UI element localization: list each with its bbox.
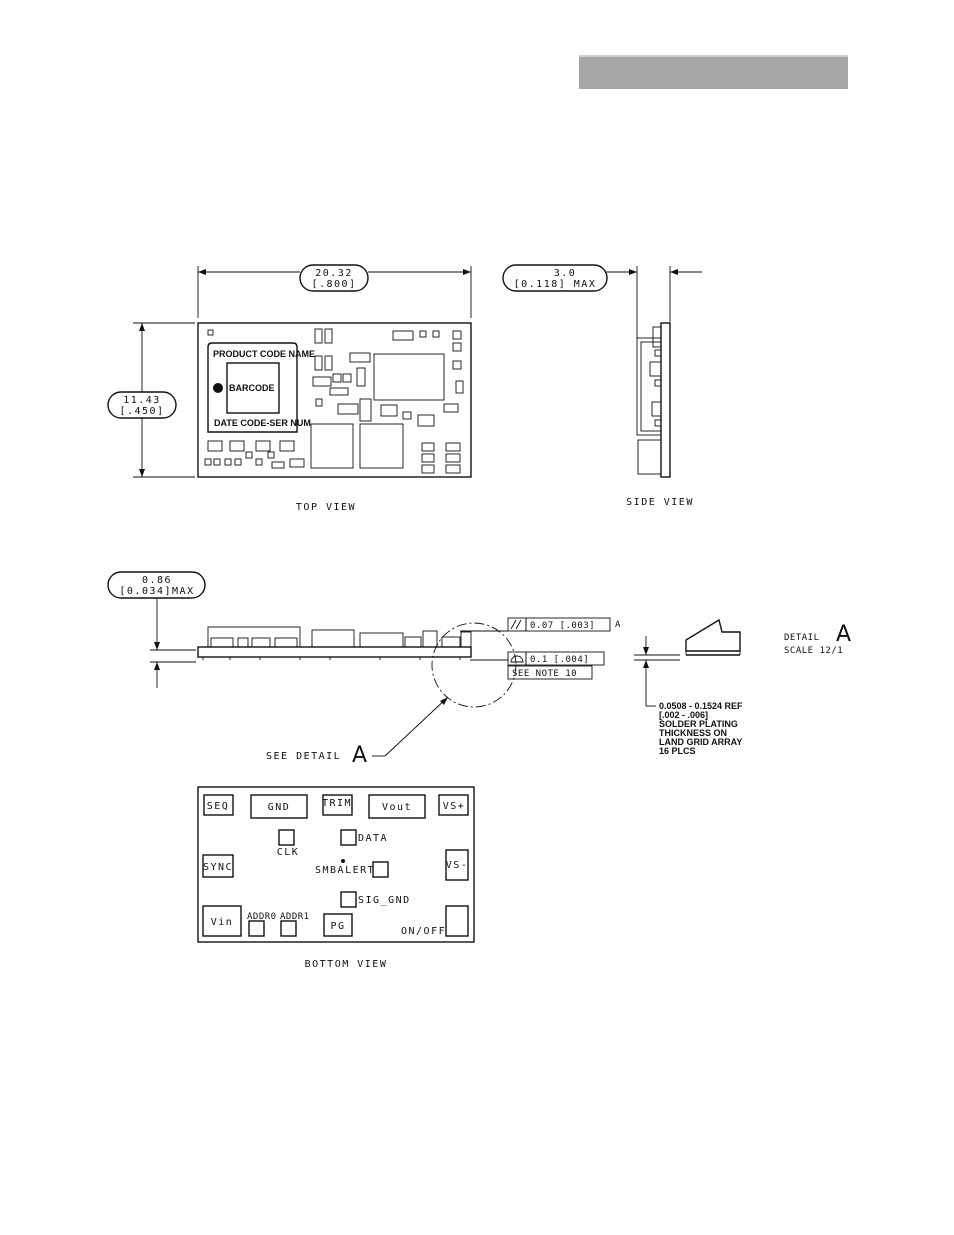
pad-vs-plus	[438, 794, 469, 816]
pad-seq	[203, 794, 234, 816]
parallel-tolerance: 0.07 [.003]	[530, 621, 595, 631]
top-view: 20.32 [.800] 11.43 [.450] PRODUCT CODE N…	[107, 264, 472, 513]
bottom-view-caption: BOTTOM VIEW	[305, 959, 388, 970]
datum-label: A	[615, 620, 621, 630]
side-components	[636, 326, 662, 475]
pad-vin	[202, 905, 242, 937]
pad-smbalert	[372, 861, 389, 878]
pin-addr0: ADDR0	[247, 912, 277, 922]
pad-sync	[202, 854, 234, 878]
pad-trim	[322, 794, 353, 816]
pin-sync: SYNC	[203, 862, 233, 873]
pad-addr0	[248, 920, 265, 937]
pin-vout: Vout	[382, 802, 412, 813]
front-height-bubble	[107, 571, 206, 599]
front-board	[197, 646, 472, 658]
top-board-outline	[197, 322, 472, 478]
pin-clk: CLK	[277, 847, 300, 858]
smbalert-dot-icon	[341, 859, 345, 863]
detail-note-line: 0.0508 - 0.1524 REF	[659, 701, 743, 711]
detail-circle	[431, 622, 517, 708]
header-bar	[579, 55, 848, 89]
parallel-symbol-icon	[510, 619, 517, 630]
barcode-text: BARCODE	[229, 383, 275, 393]
profile-symbol-icon	[510, 655, 524, 663]
bottom-view: SEQ GND TRIM Vout VS+ CLK DATA SYNC SMBA…	[197, 786, 475, 970]
front-height-dim-inch: [0.034]MAX	[119, 586, 194, 597]
detail-letter: A	[836, 622, 851, 647]
height-dim-bubble	[107, 391, 177, 419]
pin-data: DATA	[358, 833, 388, 844]
top-view-caption: TOP VIEW	[296, 502, 356, 513]
pin-sig-gnd: SIG_GND	[358, 895, 411, 906]
front-height-dim: 0.86	[142, 575, 172, 586]
pad-sig-gnd	[340, 891, 357, 908]
width-dim-bubble	[299, 264, 369, 292]
height-dim-inch: [.450]	[119, 406, 164, 417]
pad-on-off	[445, 905, 469, 937]
detail-a: DETAIL A SCALE 12/1 0.0508 - 0.1524 REF …	[634, 618, 851, 756]
see-detail-letter: A	[352, 743, 367, 768]
barcode-box	[226, 362, 280, 414]
pin-gnd: GND	[268, 802, 291, 813]
thickness-dim-bubble	[502, 264, 608, 292]
pad-gnd	[250, 794, 308, 819]
pad-clk	[278, 829, 295, 846]
pin-addr1: ADDR1	[280, 912, 310, 922]
pin-seq: SEQ	[207, 801, 230, 812]
detail-note-line: LAND GRID ARRAY	[659, 737, 742, 747]
pad-vout	[368, 794, 426, 819]
side-view: 3.0 [0.118] MAX SIDE VIEW	[502, 264, 702, 508]
pin-vs-plus: VS+	[443, 801, 466, 812]
detail-note-line: 16 PLCS	[659, 746, 696, 756]
front-components	[202, 626, 472, 660]
date-code-text: DATE CODE-SER NUM	[214, 418, 311, 428]
detail-title: DETAIL	[784, 633, 820, 643]
pad-data	[340, 829, 357, 846]
pin1-dot-icon	[213, 383, 223, 393]
pad-addr1	[280, 920, 297, 937]
profile-tolerance: 0.1 [.004]	[530, 655, 589, 665]
product-code-text: PRODUCT CODE NAME	[213, 349, 315, 359]
width-dim: 20.32	[315, 268, 353, 279]
detail-scale: SCALE 12/1	[784, 646, 843, 656]
pad-pg	[323, 913, 353, 937]
see-detail-text: SEE DETAIL	[266, 751, 341, 762]
width-dim-inch: [.800]	[311, 279, 356, 290]
detail-note-line: THICKNESS ON	[659, 728, 727, 738]
pin-smbalert: SMBALERT	[315, 865, 375, 876]
thickness-dim-inch: [0.118] MAX	[514, 279, 597, 290]
detail-body	[685, 618, 741, 652]
detail-note-line: [.002 - .006]	[659, 710, 708, 720]
top-components	[204, 328, 464, 474]
pin-vin: Vin	[211, 917, 234, 928]
thickness-dim: 3.0	[554, 268, 577, 279]
height-dim: 11.43	[123, 395, 161, 406]
pin-trim: TRIM	[322, 798, 352, 809]
product-label	[207, 342, 298, 433]
see-note: SEE NOTE 10	[512, 669, 577, 679]
pin-on-off: ON/OFF	[401, 926, 446, 937]
bottom-board-outline	[197, 786, 475, 943]
pin-pg: PG	[330, 921, 345, 932]
side-board	[660, 322, 671, 478]
detail-note-line: SOLDER PLATING	[659, 719, 738, 729]
side-view-caption: SIDE VIEW	[626, 497, 694, 508]
pad-vs-minus	[445, 849, 469, 881]
pin-vs-minus: VS-	[446, 860, 469, 871]
front-view: 0.86 [0.034]MAX	[107, 571, 621, 768]
